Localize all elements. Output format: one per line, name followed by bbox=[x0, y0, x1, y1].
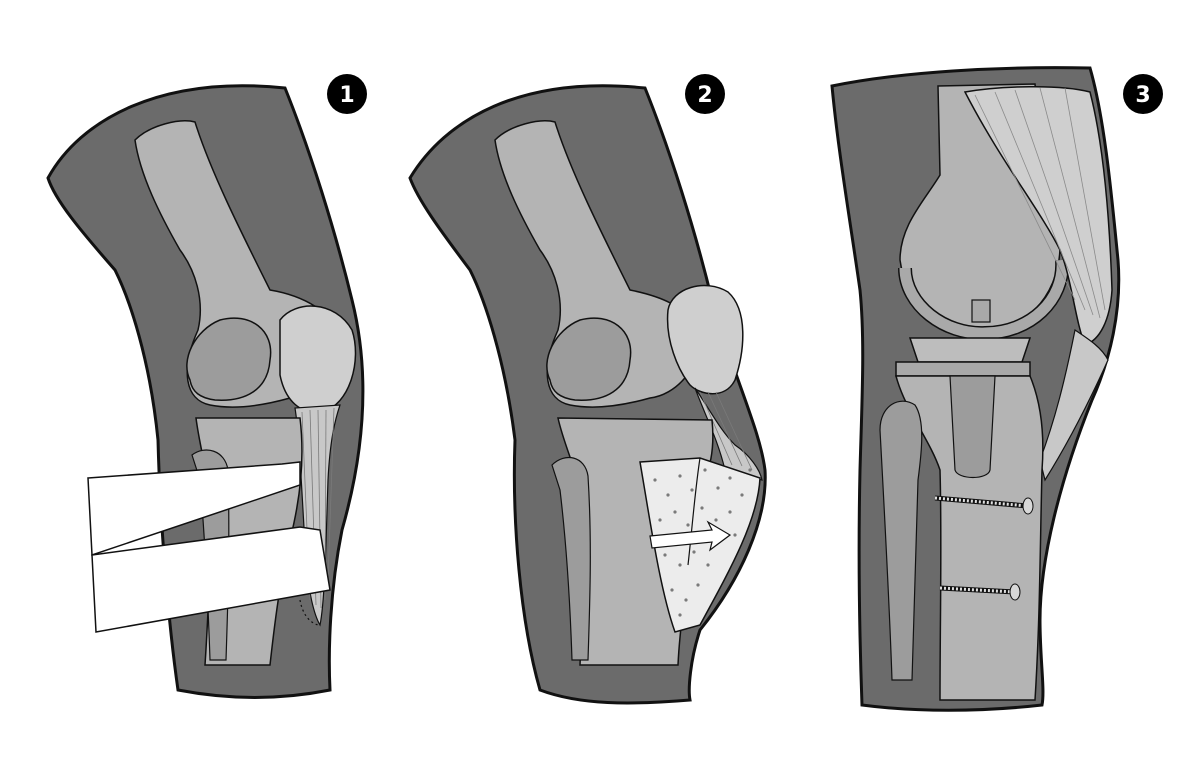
polyethylene-insert bbox=[908, 337, 1032, 363]
panel-1 bbox=[46, 84, 365, 699]
panel-3 bbox=[830, 66, 1121, 712]
step-number-1: 1 bbox=[339, 83, 354, 108]
femoral-condyle-1 bbox=[186, 317, 272, 401]
quadriceps-muscle bbox=[963, 86, 1113, 346]
step-badge-3: 3 bbox=[1123, 74, 1163, 114]
panel-2 bbox=[408, 84, 767, 705]
fibula-3 bbox=[879, 400, 923, 681]
tibial-tray bbox=[895, 361, 1031, 377]
patella-1 bbox=[279, 305, 357, 414]
screw-lower bbox=[939, 583, 1021, 601]
step-number-2: 2 bbox=[697, 83, 712, 108]
patella-2 bbox=[666, 284, 744, 395]
tibial-stem bbox=[949, 375, 996, 479]
patellar-tendon-3 bbox=[1039, 329, 1109, 482]
graft-texture-dots bbox=[653, 468, 752, 617]
bone-graft-wedge bbox=[639, 457, 761, 633]
opening-arrow-icon bbox=[649, 520, 732, 552]
femoral-implant-ring-fill bbox=[899, 259, 1068, 339]
step-number-3: 3 bbox=[1135, 83, 1150, 108]
femur-2 bbox=[494, 120, 701, 408]
fibula-2 bbox=[551, 456, 591, 661]
screw-upper bbox=[934, 495, 1034, 515]
tibia-3 bbox=[895, 375, 1044, 701]
graft-split-line bbox=[687, 457, 701, 566]
step-badge-1: 1 bbox=[327, 74, 367, 114]
step-badge-2: 2 bbox=[685, 74, 725, 114]
implant-peg bbox=[971, 299, 991, 323]
patellar-tendon-1 bbox=[294, 404, 341, 627]
muscle-fibers bbox=[974, 87, 1106, 319]
femoral-condyle-2 bbox=[546, 317, 632, 401]
saw-blade-bottom bbox=[91, 526, 331, 633]
saw-blade-top bbox=[87, 461, 301, 557]
tendon-fibers-2 bbox=[699, 391, 753, 471]
